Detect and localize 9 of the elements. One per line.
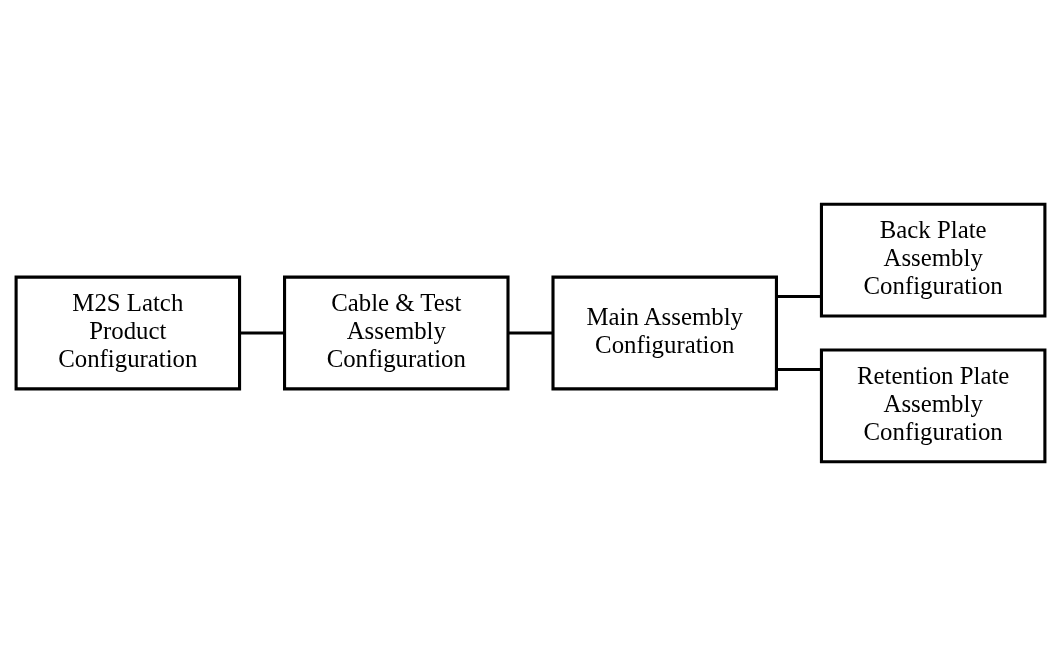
node-box: M2S Latch Product Configuration xyxy=(14,275,242,391)
node-box: Back Plate Assembly Configuration xyxy=(819,202,1047,318)
node-box: Cable & Test Assembly Configuration xyxy=(283,275,510,391)
node-box: Main Assembly Configuration xyxy=(551,275,778,391)
connector xyxy=(239,331,285,335)
connector xyxy=(776,294,821,299)
connector xyxy=(508,331,553,335)
node-box: Retention Plate Assembly Configuration xyxy=(819,348,1047,464)
connector xyxy=(776,367,821,372)
